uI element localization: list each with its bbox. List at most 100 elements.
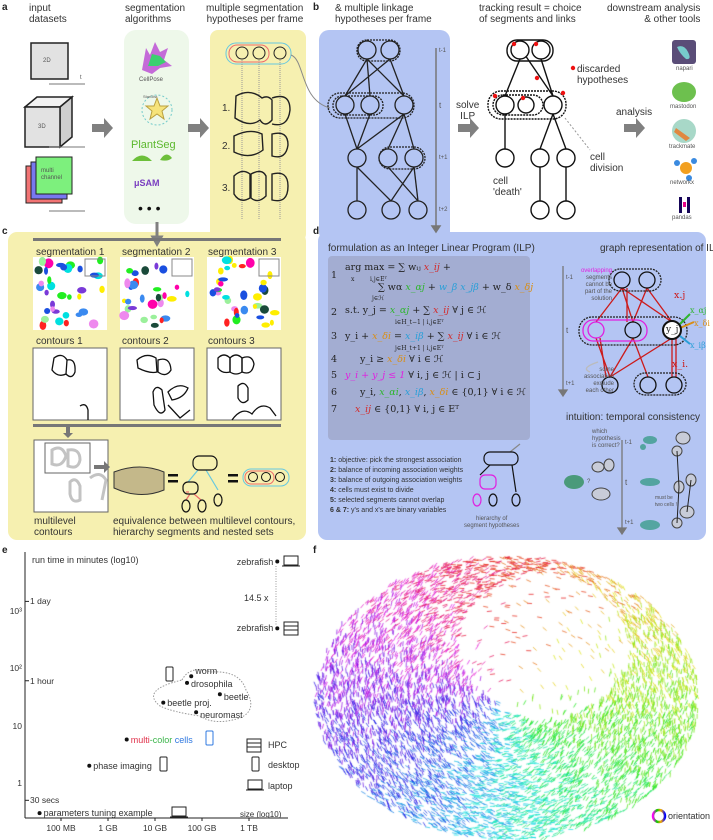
legend-key: 3: bbox=[330, 477, 337, 484]
panel-label-c: c bbox=[2, 226, 8, 237]
legend-item: 3: balance of outgoing association weigh… bbox=[330, 476, 463, 486]
segment bbox=[131, 270, 139, 277]
ilp-title: formulation as an Integer Linear Program… bbox=[328, 243, 535, 254]
legend-item: 5: selected segments cannot overlap bbox=[330, 496, 463, 506]
contours-label: contours 1 bbox=[36, 336, 83, 347]
legend-hpc: HPC bbox=[268, 740, 288, 750]
segment bbox=[139, 294, 145, 303]
hpc-icon bbox=[246, 738, 262, 753]
contours-label: contours 2 bbox=[122, 336, 169, 347]
x-tick-label: 100 GB bbox=[187, 823, 217, 833]
formula-term: α bbox=[395, 282, 403, 293]
formula-term: w_β x_jβ bbox=[438, 282, 479, 293]
y-tick-label: 1 bbox=[17, 778, 22, 788]
argmax-subscript: x bbox=[351, 276, 355, 283]
laptop-icon bbox=[246, 779, 264, 791]
time-axis-label: t bbox=[80, 75, 82, 81]
segment bbox=[261, 322, 270, 328]
time-label: t-1 bbox=[566, 275, 574, 281]
segment bbox=[231, 262, 237, 268]
formula-term: + ∑ bbox=[409, 305, 434, 316]
segment bbox=[77, 293, 82, 300]
sum-subscript: j∈H_t+1 | i,j∈Eᵀ bbox=[395, 345, 444, 352]
dataset-multichannel-icon bbox=[25, 156, 85, 212]
tracking-result-graph bbox=[487, 39, 591, 220]
hierarchy-tree bbox=[472, 443, 521, 507]
segment bbox=[39, 320, 47, 330]
segment bbox=[50, 306, 56, 312]
panel-label-e: e bbox=[2, 545, 8, 556]
segment bbox=[159, 265, 168, 274]
hypothesis-number: 3. bbox=[222, 183, 231, 194]
x-tick-label: 1 GB bbox=[98, 823, 118, 833]
segment bbox=[240, 290, 248, 300]
nested-sets-icon bbox=[225, 42, 331, 220]
intuition-title: intuition: temporal consistency bbox=[566, 412, 700, 423]
y-tick-label: 10 bbox=[12, 720, 22, 731]
formula-term: arg max = ∑ w bbox=[345, 262, 417, 273]
equivalence-label: equivalence between multilevel contours,… bbox=[113, 516, 296, 538]
zoom-box bbox=[84, 258, 106, 277]
laptop-icon bbox=[282, 555, 300, 567]
segment bbox=[89, 272, 99, 278]
var-x-dot-j: x.j bbox=[674, 290, 686, 301]
formula-number: 2 bbox=[331, 307, 338, 318]
time-label: t+2 bbox=[439, 207, 448, 213]
formula-term: x_αj bbox=[402, 282, 425, 293]
trackmate-icon bbox=[672, 119, 696, 143]
tool-label-mastodon: mastodon bbox=[670, 104, 697, 110]
legend-text: balance of incoming association weights bbox=[338, 467, 464, 474]
segment bbox=[128, 280, 139, 290]
segment bbox=[218, 281, 224, 287]
segment bbox=[269, 310, 280, 316]
question-mark: ? bbox=[587, 479, 591, 485]
desktop-icon bbox=[205, 730, 214, 746]
y-annotation: 30 secs bbox=[30, 795, 60, 806]
segment bbox=[127, 305, 137, 311]
desktop-icon bbox=[159, 756, 168, 772]
time-label: t-1 bbox=[439, 48, 447, 54]
segment bbox=[63, 319, 69, 327]
segment bbox=[238, 264, 246, 269]
legend-item: 2: balance of incoming association weigh… bbox=[330, 466, 463, 476]
segment bbox=[232, 315, 241, 325]
segment bbox=[213, 287, 221, 292]
downstream-title: downstream analysis& other tools bbox=[607, 3, 701, 25]
segment bbox=[141, 266, 150, 275]
nested-sets-icon bbox=[242, 468, 290, 487]
networkx-icon bbox=[674, 158, 697, 181]
formula-term: x_δi bbox=[429, 387, 449, 398]
legend-item: 6 & 7: y's and x's are binary variables bbox=[330, 506, 463, 516]
segment bbox=[38, 280, 44, 287]
formula-number: 7 bbox=[331, 404, 338, 415]
segmentation-label: segmentation 1 bbox=[36, 247, 105, 258]
formula-term: , bbox=[398, 387, 405, 398]
segment bbox=[162, 292, 167, 300]
dataset-2d-icon bbox=[30, 42, 85, 85]
formula-number: 4 bbox=[331, 354, 338, 365]
plantseg-logo bbox=[132, 154, 172, 161]
equals-sign bbox=[168, 474, 238, 483]
formula-number: 5 bbox=[331, 370, 338, 381]
hpc-icon bbox=[283, 621, 299, 636]
speedup-label: 14.5 x bbox=[244, 593, 269, 603]
legend-item: 4: cells must exist to divide bbox=[330, 486, 463, 496]
segment bbox=[209, 289, 217, 297]
segment bbox=[34, 266, 43, 275]
time-label: t bbox=[439, 101, 442, 110]
segment bbox=[88, 319, 99, 329]
formula-term: + bbox=[424, 282, 439, 293]
formula-term: x_ij bbox=[433, 305, 450, 316]
segment bbox=[269, 319, 274, 326]
legend-text: cells must exist to divide bbox=[338, 487, 414, 494]
formula-term: x_iβ bbox=[405, 331, 424, 342]
legend-key: 6 & 7: bbox=[330, 507, 350, 514]
zoom-box bbox=[171, 258, 193, 277]
